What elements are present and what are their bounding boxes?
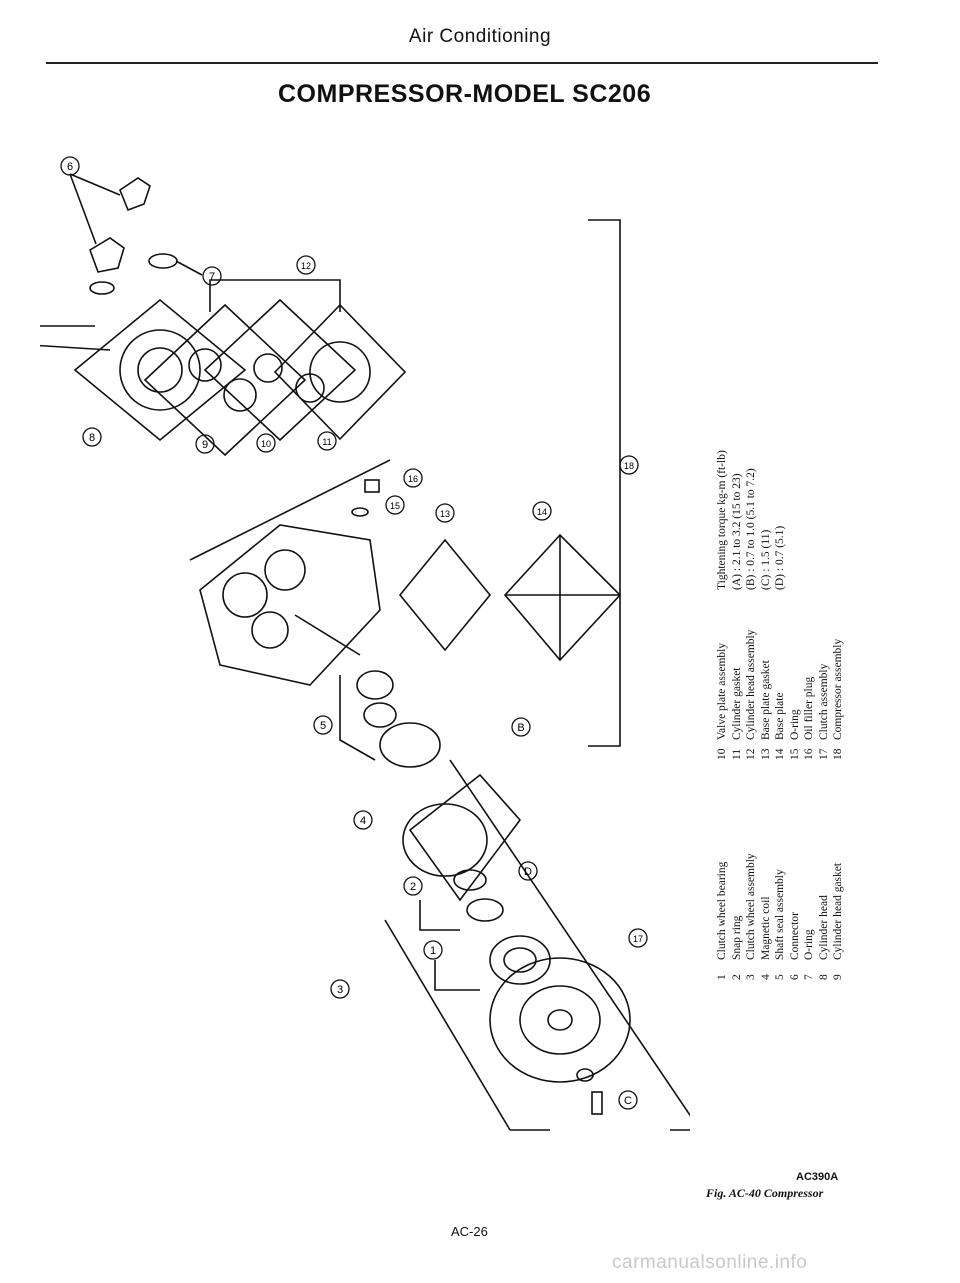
svg-text:15: 15 (390, 501, 400, 511)
cylinder-head-part (73, 298, 247, 442)
svg-text:2: 2 (410, 881, 416, 893)
callout-4: 4 (353, 810, 373, 830)
exploded-diagram: 6 7 A 8 9 10 11 12 16 15 13 14 18 B 5 4 … (40, 156, 690, 1131)
base-plate-part (503, 533, 622, 662)
callout-18: 18 (619, 455, 639, 475)
callout-11: 11 (317, 431, 337, 451)
figure-caption: Fig. AC-40 Compressor (706, 1186, 824, 1200)
compressor-body-part (199, 524, 381, 686)
callout-2: 2 (403, 876, 423, 896)
svg-text:5: 5 (320, 720, 326, 732)
callout-D: D (518, 861, 538, 881)
callout-13: 13 (435, 503, 455, 523)
svg-text:B: B (517, 722, 524, 734)
header-rule (46, 62, 878, 64)
callout-C: C (618, 1090, 638, 1110)
svg-text:16: 16 (408, 474, 418, 484)
cylinder-gasket-part (273, 303, 407, 441)
page-number: AC-26 (451, 1224, 488, 1239)
svg-text:C: C (624, 1095, 632, 1107)
cylinder-head-gasket-part (143, 303, 307, 457)
callout-12: 12 (296, 255, 316, 275)
callout-14: 14 (532, 501, 552, 521)
callout-9: 9 (195, 434, 215, 454)
callout-5: 5 (313, 715, 333, 735)
torque-table: Tightening torque kg-m (ft-lb) (A) : 2.1… (715, 370, 788, 590)
o-ring-part-2 (89, 281, 115, 295)
torque-row: (B) : 0.7 to 1.0 (5.1 to 7.2) (745, 468, 757, 590)
section-header: Air Conditioning (408, 26, 552, 47)
magnetic-coil-part (408, 773, 522, 902)
list-item: 17Clutch assembly (817, 663, 830, 760)
clutch-wheel-part (489, 957, 631, 1083)
torque-title: Tightening torque kg-m (ft-lb) (716, 450, 728, 590)
svg-text:7: 7 (209, 271, 215, 283)
base-plate-gasket-part (398, 538, 492, 652)
torque-row: (A) : 2.1 to 3.2 (15 to 23) (730, 473, 743, 590)
connector-part-2 (89, 237, 125, 273)
callout-8: 8 (82, 427, 102, 447)
callout-1: 1 (423, 940, 443, 960)
svg-text:6: 6 (67, 161, 73, 173)
watermark: carmanualsonline.info (612, 1252, 808, 1273)
list-item: 16Oil filler plug (803, 676, 815, 760)
page-title: COMPRESSOR-MODEL SC206 (278, 80, 652, 108)
callout-B: B (511, 717, 531, 737)
svg-text:4: 4 (360, 815, 366, 827)
svg-text:17: 17 (633, 934, 643, 944)
valve-plate-part (203, 298, 357, 442)
callout-17: 17 (628, 928, 648, 948)
torque-row: (C) : 1.5 (11) (759, 529, 772, 590)
svg-text:1: 1 (430, 945, 436, 957)
list-item: 15O-ring (788, 709, 801, 760)
svg-text:3: 3 (337, 984, 343, 996)
o-ring-part (148, 253, 178, 269)
legend-area: 1Clutch wheel bearing 2Snap ring 3Clutch… (715, 290, 885, 990)
svg-text:13: 13 (440, 509, 450, 519)
figure-code: AC390A (796, 1171, 839, 1183)
callout-7: 7 (202, 266, 222, 286)
connector-part (119, 177, 151, 212)
list-item: 18Compressor assembly (832, 638, 844, 760)
svg-text:14: 14 (537, 507, 547, 517)
svg-text:D: D (524, 866, 532, 878)
torque-row: (D) : 0.7 (5.1) (774, 525, 786, 590)
svg-text:8: 8 (89, 432, 95, 444)
svg-text:9: 9 (202, 439, 208, 451)
svg-text:11: 11 (322, 437, 331, 447)
svg-text:10: 10 (261, 439, 271, 449)
svg-text:18: 18 (624, 461, 634, 471)
svg-text:12: 12 (301, 261, 311, 271)
callout-16: 16 (403, 468, 423, 488)
callout-3: 3 (330, 979, 350, 999)
callout-10: 10 (256, 433, 276, 453)
callout-15: 15 (385, 495, 405, 515)
callout-6: 6 (60, 156, 80, 176)
bracket-18 (588, 219, 621, 747)
